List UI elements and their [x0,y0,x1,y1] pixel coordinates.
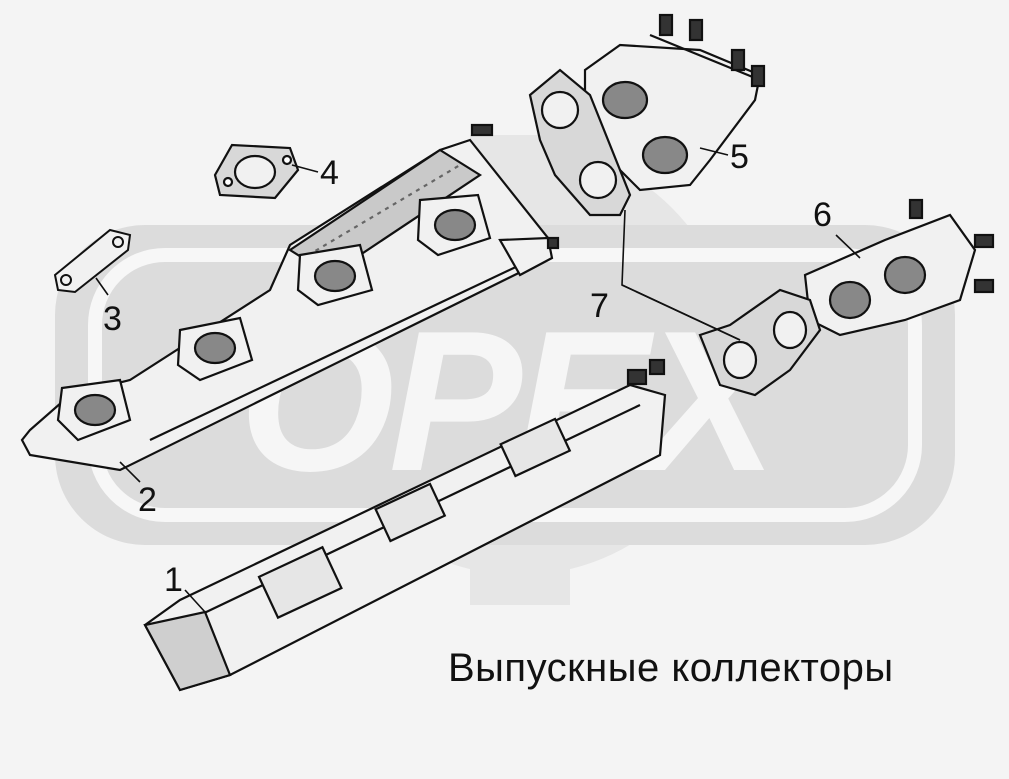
flange-part-5 [583,13,766,192]
callout-6: 6 [813,196,832,234]
callout-7: 7 [590,287,609,325]
gasket-part-7-upper [528,68,632,217]
diagram-caption: Выпускные коллекторы [448,646,894,690]
flange-part-6 [803,198,995,337]
gasket-part-7-lower [698,288,822,397]
callout-4: 4 [320,154,339,192]
gasket-part-4 [213,143,300,200]
manifold-part-2 [20,123,560,472]
manifold-part-1 [143,358,667,692]
bracket-part-3 [53,228,132,294]
callout-1: 1 [164,561,183,599]
callout-5: 5 [730,138,749,176]
callout-3: 3 [103,300,122,338]
leader-lines [95,147,861,613]
callout-2: 2 [138,481,157,519]
